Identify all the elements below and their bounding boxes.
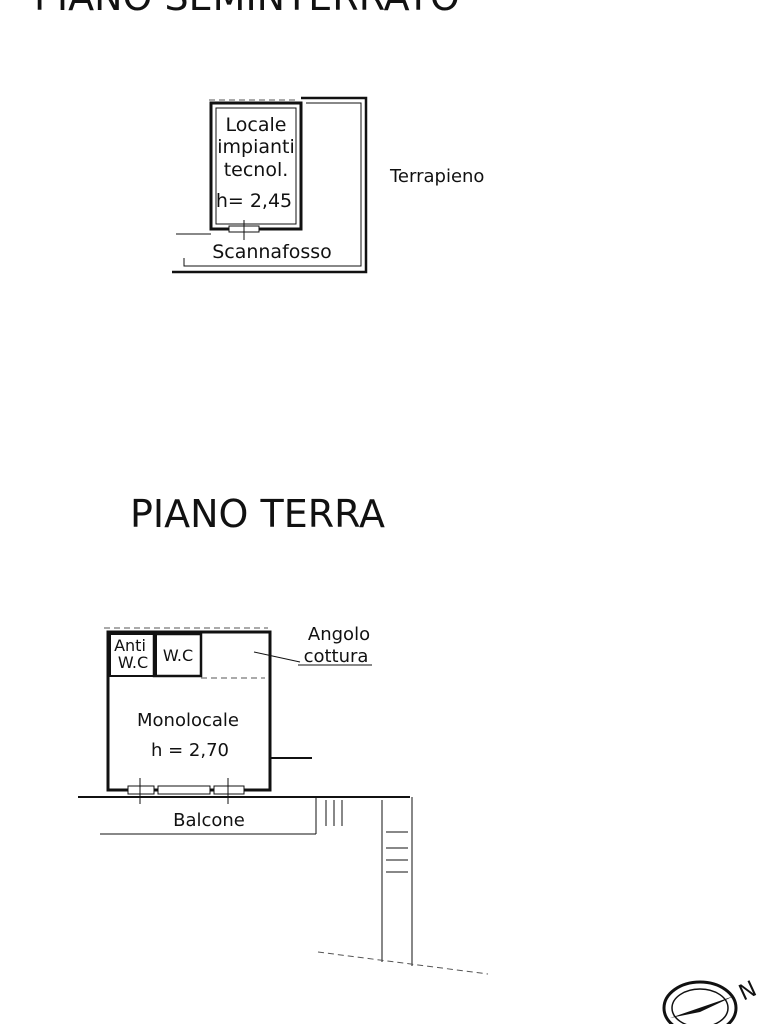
anti-wc-label-2: W.C (118, 653, 148, 672)
technical-room-inner-walls (215, 107, 297, 225)
technical-room-door (228, 220, 260, 240)
balcony-windows (127, 778, 245, 804)
trench-inner-wall (183, 102, 362, 267)
kitchen-label-2: cottura (304, 646, 369, 667)
ground-floor-plan: PIANO TERRA (78, 492, 489, 975)
studio-label: Monolocale (137, 710, 239, 731)
north-arrow: N (662, 977, 761, 1024)
compass-needle (670, 996, 734, 1018)
studio-height: h = 2,70 (151, 740, 229, 761)
ground-floor-title: PIANO TERRA (130, 492, 385, 536)
technical-room-label-1: Locale (226, 114, 287, 136)
wc-walls (152, 632, 203, 678)
trench-label: Scannafosso (212, 241, 332, 263)
anti-wc-label-1: Anti (114, 636, 146, 655)
basement-title: PIANO SEMINTERRATO (34, 0, 460, 19)
compass-letter: N (735, 977, 760, 1007)
terrain-line (317, 951, 489, 975)
technical-room-height: h= 2,45 (216, 190, 292, 212)
balcony-label: Balcone (173, 810, 245, 831)
compass-ring (662, 980, 738, 1024)
technical-room-label-2: impianti (217, 136, 295, 158)
technical-room-label-3: tecnol. (224, 159, 289, 181)
wc-label: W.C (163, 646, 193, 665)
stair (325, 797, 413, 966)
anti-wc-walls (109, 633, 157, 677)
trench-outer-wall (172, 96, 368, 274)
kitchen-leader-line (253, 651, 301, 663)
embankment-label: Terrapieno (389, 166, 484, 187)
basement-plan: PIANO SEMINTERRATO Locale impianti tecno… (34, 0, 484, 274)
kitchen-label-1: Angolo (308, 624, 370, 645)
